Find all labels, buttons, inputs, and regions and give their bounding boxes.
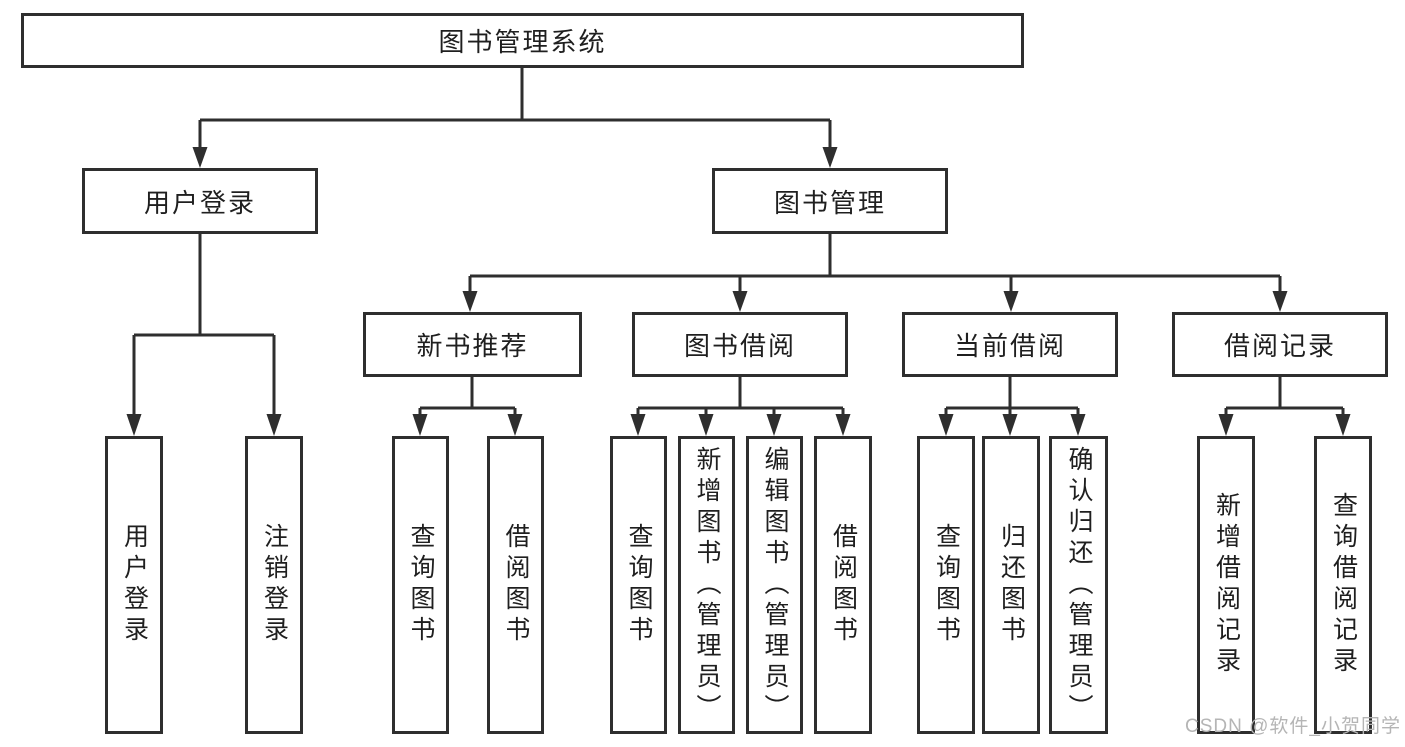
connector-newbook-to-leaves [412, 377, 523, 436]
leaf-records-query-record-label: 查询借阅记录 [1329, 492, 1358, 678]
leaf-borrow-borrow-books-label: 借阅图书 [829, 523, 858, 647]
leaf-current-return-books: 归还图书 [982, 436, 1040, 734]
node-new-book-recommend: 新书推荐 [363, 312, 582, 377]
node-book-management-label: 图书管理 [773, 187, 886, 218]
connector-bookborrow-to-leaves [630, 377, 851, 436]
connector-currentborrow-to-leaves [938, 377, 1086, 436]
leaf-user-login-label: 用户登录 [120, 523, 149, 647]
node-user-login: 用户登录 [82, 168, 318, 234]
leaf-user-login: 用户登录 [105, 436, 163, 734]
connector-userlogin-to-leaves [126, 233, 282, 436]
leaf-records-add-record-label: 新增借阅记录 [1212, 492, 1241, 678]
leaf-logout: 注销登录 [245, 436, 303, 734]
leaf-borrow-borrow-books: 借阅图书 [814, 436, 872, 734]
leaf-current-query-books: 查询图书 [917, 436, 975, 734]
leaf-borrow-edit-books-admin: 编辑图书（管理员） [746, 436, 803, 734]
leaf-borrow-add-books-admin: 新增图书（管理员） [678, 436, 735, 734]
connector-root-to-level2 [192, 68, 838, 168]
node-book-management: 图书管理 [712, 168, 948, 234]
leaf-logout-label: 注销登录 [260, 523, 289, 647]
csdn-watermark: CSDN @软件_小贺同学 [1185, 716, 1401, 737]
leaf-current-query-books-label: 查询图书 [932, 523, 961, 647]
leaf-borrow-query-books-label: 查询图书 [625, 523, 653, 647]
node-book-borrow: 图书借阅 [632, 312, 848, 377]
connector-bookmgmt-to-sections [462, 233, 1288, 312]
node-user-login-label: 用户登录 [143, 187, 256, 218]
leaf-borrow-query-books: 查询图书 [610, 436, 667, 734]
leaf-records-add-record: 新增借阅记录 [1197, 436, 1255, 734]
node-book-borrow-label: 图书借阅 [683, 331, 796, 361]
leaf-newbook-borrow-books-label: 借阅图书 [502, 523, 530, 647]
node-current-borrow-label: 当前借阅 [953, 331, 1066, 361]
leaf-newbook-query-books-label: 查询图书 [407, 523, 435, 647]
node-current-borrow: 当前借阅 [902, 312, 1118, 377]
leaf-borrow-edit-books-admin-label: 编辑图书（管理员） [761, 445, 789, 725]
leaf-borrow-add-books-admin-label: 新增图书（管理员） [693, 445, 721, 725]
leaf-newbook-query-books: 查询图书 [392, 436, 449, 734]
node-new-book-recommend-label: 新书推荐 [416, 331, 529, 361]
node-borrow-records: 借阅记录 [1172, 312, 1388, 377]
node-root: 图书管理系统 [21, 13, 1024, 68]
node-borrow-records-label: 借阅记录 [1223, 331, 1336, 361]
connector-records-to-leaves [1218, 377, 1351, 436]
leaf-newbook-borrow-books: 借阅图书 [487, 436, 544, 734]
leaf-current-confirm-return-admin-label: 确认归还（管理员） [1065, 445, 1093, 725]
leaf-records-query-record: 查询借阅记录 [1314, 436, 1372, 734]
node-root-label: 图书管理系统 [438, 27, 607, 57]
leaf-current-confirm-return-admin: 确认归还（管理员） [1049, 436, 1108, 734]
leaf-current-return-books-label: 归还图书 [997, 523, 1026, 647]
